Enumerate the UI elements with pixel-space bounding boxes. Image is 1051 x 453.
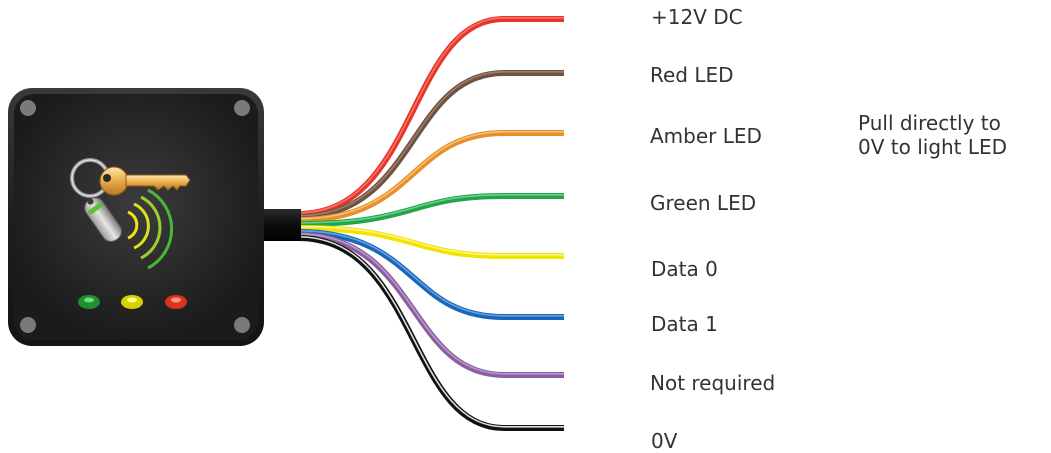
led-note-line-1: Pull directly to [858,111,1001,135]
wire-label-12v: +12V DC [651,5,743,29]
wire-data-1-highlight [297,230,564,317]
wire-green-led [297,193,564,227]
screw-top-left [20,100,36,116]
wire-red-led-highlight [297,70,564,217]
wire-label-green-led: Green LED [650,191,757,215]
key-fob-rfid-icon [70,158,191,270]
wire-data-1 [297,229,564,320]
wire-label-amber-led: Amber LED [650,124,762,148]
screw-bottom-right [234,317,250,333]
wires-group [297,16,564,431]
led-note: Pull directly to 0V to light LED [858,111,1007,159]
wire-label-red-led: Red LED [650,63,734,87]
screw-top-right [234,100,250,116]
wire-green-led-highlight [297,193,564,224]
wire-amber-led-highlight [297,130,564,220]
wire-0v-highlight [297,236,564,428]
screw-bottom-left [20,317,36,333]
wire-label-not-required: Not required [650,371,776,395]
wire-data-0 [297,225,564,259]
wire-label-0v: 0V [651,429,678,453]
led-note-line-2: 0V to light LED [858,135,1008,159]
wire-not-required-highlight [297,233,564,375]
wire-data-0-highlight [297,225,564,256]
wire-label-data-0: Data 0 [651,257,718,281]
reader-device [8,88,264,346]
wire-amber-led [297,130,564,223]
wire-12v-highlight [297,16,564,214]
wire-label-data-1: Data 1 [651,312,718,336]
